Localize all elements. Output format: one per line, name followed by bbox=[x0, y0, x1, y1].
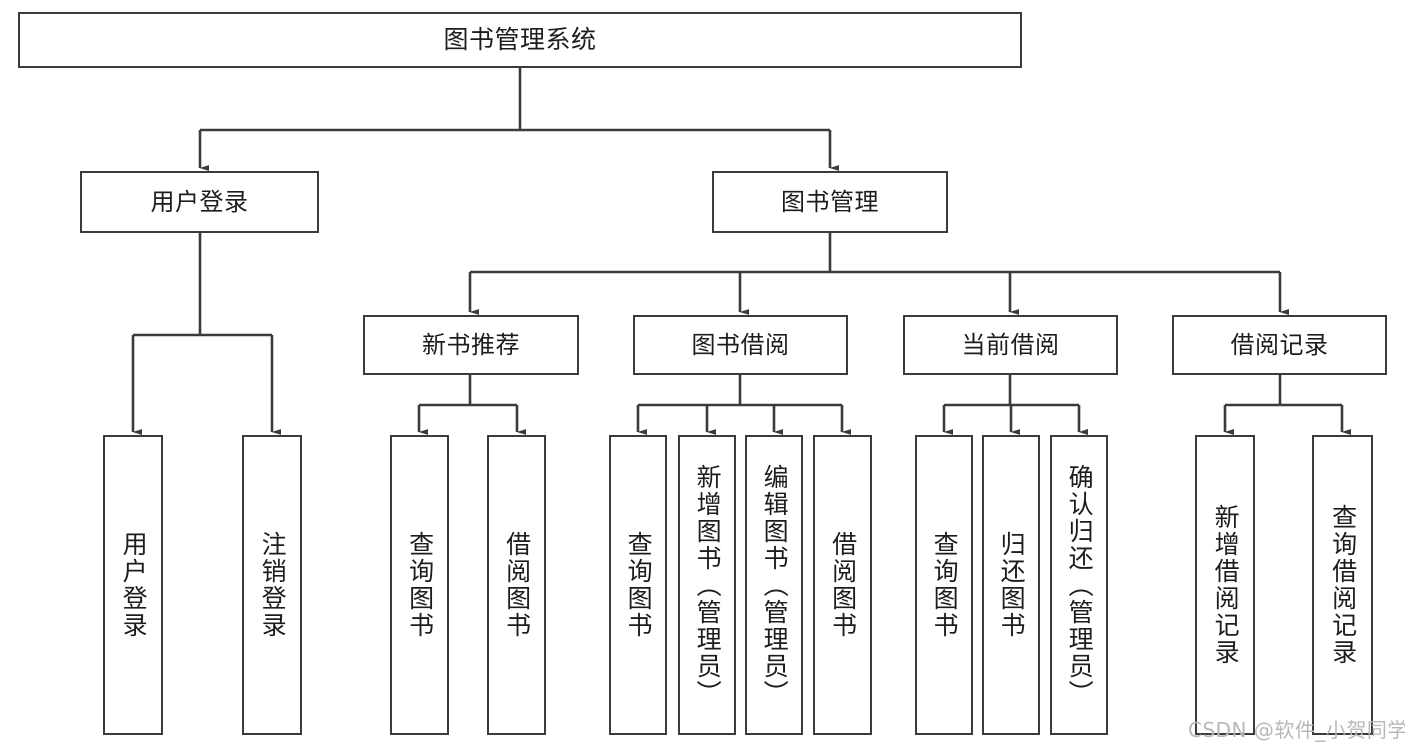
node-book-borrow-label: 图书借阅 bbox=[691, 330, 790, 359]
node-borrow-record-label: 借阅记录 bbox=[1230, 330, 1329, 359]
node-current-borrow[interactable]: 当前借阅 bbox=[903, 315, 1118, 375]
node-leaf-add-book-label: 新增图书（管理员） bbox=[693, 463, 723, 707]
node-leaf-add-book[interactable]: 新增图书（管理员） bbox=[678, 435, 736, 735]
node-leaf-user-login-label: 用户登录 bbox=[119, 531, 149, 639]
node-leaf-return-book-label: 归还图书 bbox=[997, 531, 1027, 639]
node-new-book-recommend[interactable]: 新书推荐 bbox=[363, 315, 579, 375]
node-leaf-return-book[interactable]: 归还图书 bbox=[982, 435, 1040, 735]
node-leaf-query-book-borrow[interactable]: 查询图书 bbox=[609, 435, 667, 735]
node-leaf-logout[interactable]: 注销登录 bbox=[242, 435, 302, 735]
watermark: CSDN @软件_小贺同学 bbox=[1188, 718, 1405, 742]
node-leaf-borrow-book-rec[interactable]: 借阅图书 bbox=[487, 435, 546, 735]
node-book-manage[interactable]: 图书管理 bbox=[712, 171, 948, 233]
node-leaf-user-login[interactable]: 用户登录 bbox=[103, 435, 163, 735]
node-leaf-query-book-current-label: 查询图书 bbox=[930, 531, 960, 639]
node-book-manage-label: 图书管理 bbox=[781, 187, 879, 216]
node-user-login-label: 用户登录 bbox=[150, 187, 249, 216]
node-current-borrow-label: 当前借阅 bbox=[961, 330, 1060, 359]
node-leaf-confirm-return-label: 确认归还（管理员） bbox=[1065, 463, 1095, 707]
node-leaf-edit-book-label: 编辑图书（管理员） bbox=[760, 463, 790, 707]
node-root-label: 图书管理系统 bbox=[443, 25, 597, 55]
node-leaf-query-book-current[interactable]: 查询图书 bbox=[915, 435, 973, 735]
node-borrow-record[interactable]: 借阅记录 bbox=[1172, 315, 1387, 375]
node-leaf-query-book-borrow-label: 查询图书 bbox=[624, 531, 654, 639]
node-leaf-edit-book[interactable]: 编辑图书（管理员） bbox=[745, 435, 803, 735]
node-leaf-add-record[interactable]: 新增借阅记录 bbox=[1195, 435, 1255, 735]
node-leaf-confirm-return[interactable]: 确认归还（管理员） bbox=[1050, 435, 1108, 735]
node-user-login[interactable]: 用户登录 bbox=[80, 171, 319, 233]
node-leaf-query-record[interactable]: 查询借阅记录 bbox=[1312, 435, 1373, 735]
node-book-borrow[interactable]: 图书借阅 bbox=[633, 315, 848, 375]
node-leaf-borrow-book[interactable]: 借阅图书 bbox=[813, 435, 872, 735]
node-leaf-query-record-label: 查询借阅记录 bbox=[1328, 504, 1358, 666]
node-new-book-recommend-label: 新书推荐 bbox=[422, 330, 520, 359]
node-leaf-query-book-rec-label: 查询图书 bbox=[405, 531, 435, 639]
node-leaf-logout-label: 注销登录 bbox=[258, 531, 288, 639]
node-leaf-add-record-label: 新增借阅记录 bbox=[1211, 504, 1241, 666]
node-leaf-query-book-rec[interactable]: 查询图书 bbox=[390, 435, 449, 735]
node-root[interactable]: 图书管理系统 bbox=[18, 12, 1022, 68]
node-leaf-borrow-book-rec-label: 借阅图书 bbox=[502, 531, 532, 639]
node-leaf-borrow-book-label: 借阅图书 bbox=[828, 531, 858, 639]
